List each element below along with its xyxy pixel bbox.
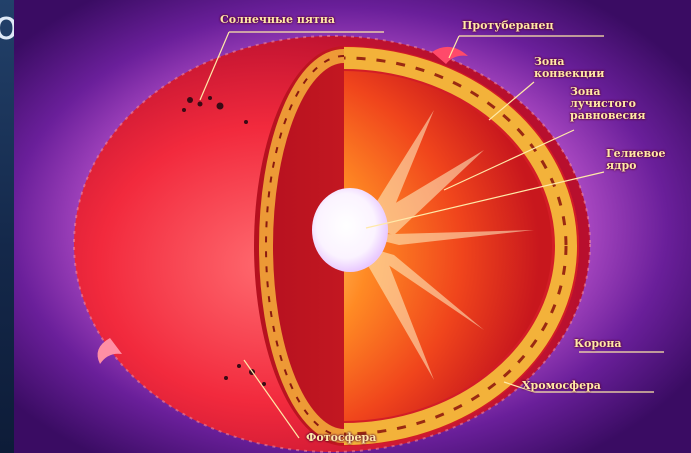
helium-core — [312, 188, 388, 272]
label-photosphere: Фотосфера — [306, 432, 376, 444]
label-chromosphere: Хромосфера — [522, 380, 601, 392]
label-radiative-zone-line3: равновесия — [570, 110, 645, 122]
label-helium-core-line2: ядро — [606, 160, 666, 172]
label-convection-zone: Зона конвекции — [534, 56, 604, 80]
label-corona: Корона — [574, 338, 622, 350]
sun-structure-diagram: Солнечные пятна Протуберанец Зона конвек… — [14, 0, 691, 453]
label-convection-zone-line2: конвекции — [534, 68, 604, 80]
label-helium-core: Гелиевое ядро — [606, 148, 666, 172]
label-prominence: Протуберанец — [462, 20, 554, 32]
label-radiative-zone: Зона лучистого равновесия — [570, 86, 645, 122]
label-sunspots: Солнечные пятна — [220, 14, 335, 26]
